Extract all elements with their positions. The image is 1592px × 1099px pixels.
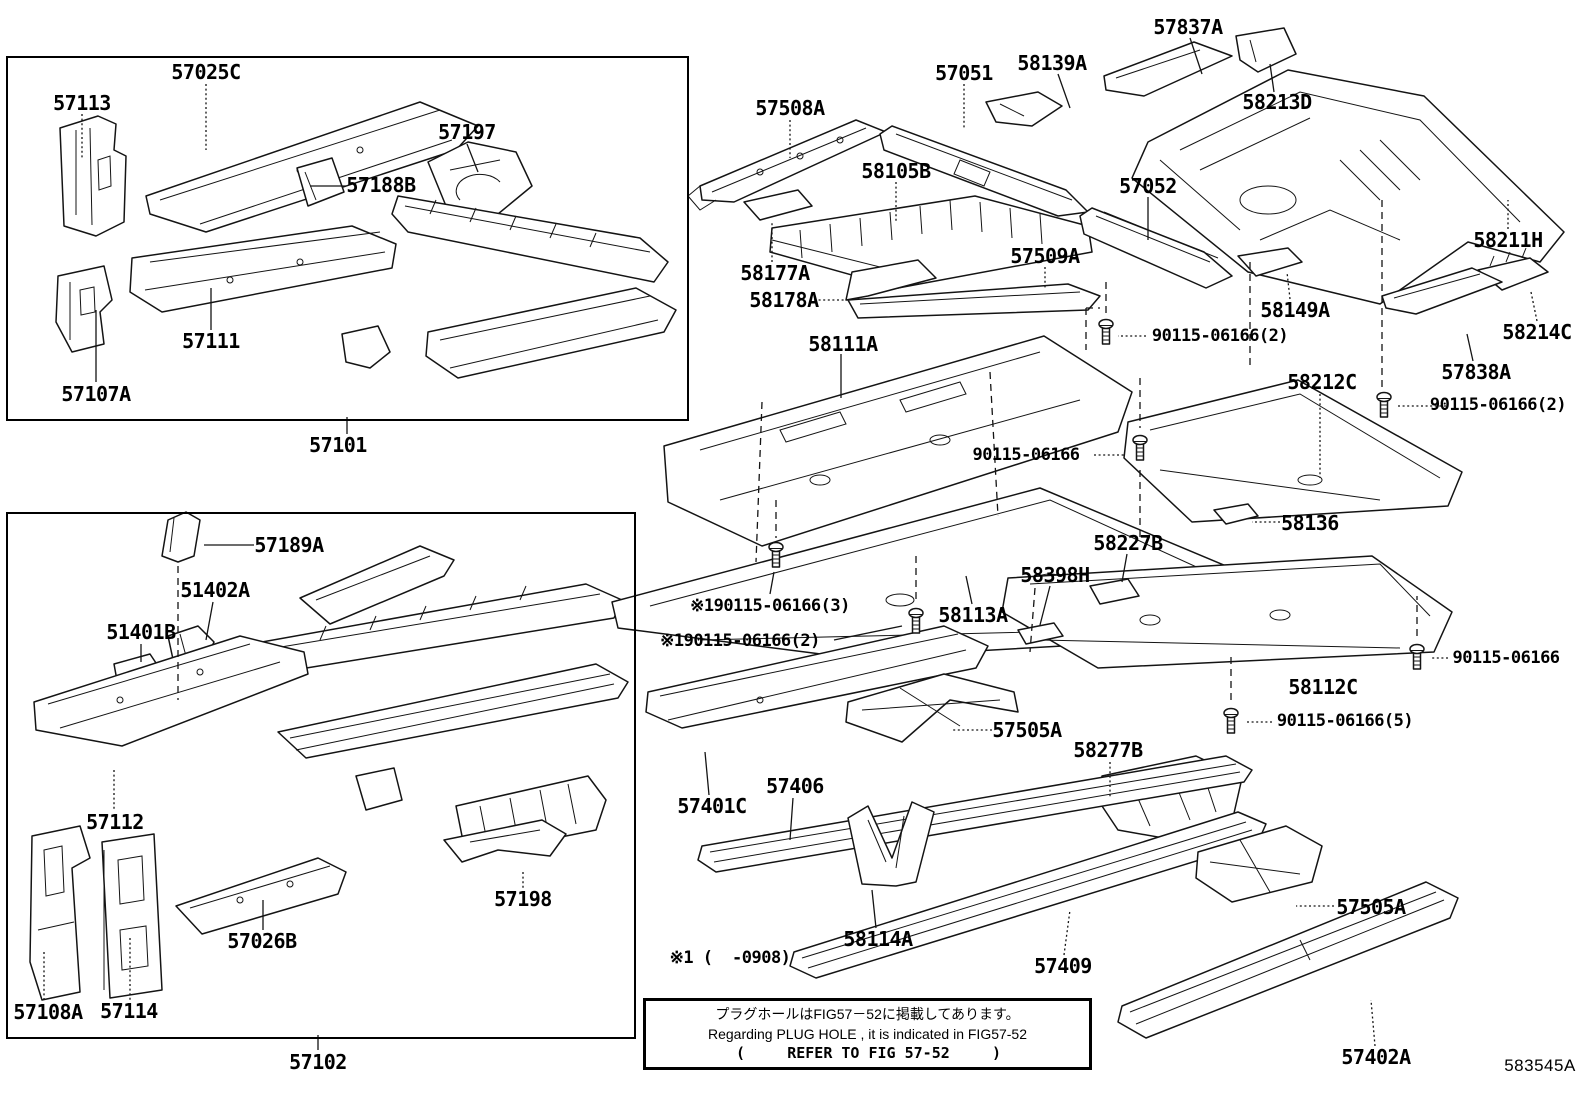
part-label-58398H: 58398H: [1020, 563, 1090, 587]
part-label-58177A: 58177A: [740, 261, 810, 285]
part-label-58227B: 58227B: [1093, 531, 1163, 555]
part-label-57025C: 57025C: [171, 60, 241, 84]
assembly-box-57101: [6, 56, 689, 421]
part-label-57114: 57114: [100, 999, 158, 1023]
part-label-57189A: 57189A: [254, 533, 324, 557]
screw-icon: [1223, 707, 1239, 734]
part-label-57107A: 57107A: [61, 382, 131, 406]
part-label-57402A: 57402A: [1341, 1045, 1411, 1069]
screw-icon: [1409, 643, 1425, 670]
part-label-90115061662: 90115-06166(2): [1151, 326, 1289, 346]
assembly-box-57102: [6, 512, 636, 1039]
part-label-58149A: 58149A: [1260, 298, 1330, 322]
part-label-10908: ※1 ( -0908): [669, 948, 791, 968]
part-label-57052: 57052: [1119, 174, 1177, 198]
part-label-58105B: 58105B: [861, 159, 931, 183]
paren-open: (: [736, 1044, 746, 1063]
part-label-57509A: 57509A: [1010, 244, 1080, 268]
part-label-58277B: 58277B: [1073, 738, 1143, 762]
part-label-58212C: 58212C: [1287, 370, 1357, 394]
part-label-57198: 57198: [494, 887, 552, 911]
part-label-57101: 57101: [309, 433, 367, 457]
part-label-9011506166: 90115-06166: [1452, 648, 1560, 668]
paren-close: ): [991, 1044, 1001, 1063]
part-label-57401C: 57401C: [677, 794, 747, 818]
part-label-57505A: 57505A: [992, 718, 1062, 742]
part-label-57026B: 57026B: [227, 929, 297, 953]
part-label-58136: 58136: [1281, 511, 1339, 535]
part-label-190115061662: ※190115-06166(2): [660, 631, 820, 651]
part-label-58113A: 58113A: [938, 603, 1008, 627]
note-line-english: Regarding PLUG HOLE , it is indicated in…: [707, 1025, 1028, 1042]
part-label-58178A: 58178A: [749, 288, 819, 312]
part-label-57409: 57409: [1034, 954, 1092, 978]
screw-icon: [1098, 318, 1114, 345]
part-label-51401B: 51401B: [106, 620, 176, 644]
part-label-57051: 57051: [935, 61, 993, 85]
part-label-58139A: 58139A: [1017, 51, 1087, 75]
part-label-57112: 57112: [86, 810, 144, 834]
part-label-57102: 57102: [289, 1050, 347, 1074]
part-label-57838A: 57838A: [1441, 360, 1511, 384]
part-label-58114A: 58114A: [843, 927, 913, 951]
part-label-57837A: 57837A: [1153, 15, 1223, 39]
part-label-57111: 57111: [182, 329, 240, 353]
part-label-190115061663: ※190115-06166(3): [690, 596, 850, 616]
part-label-51402A: 51402A: [180, 578, 250, 602]
part-label-58213D: 58213D: [1242, 90, 1312, 114]
part-label-58211H: 58211H: [1473, 228, 1543, 252]
part-label-58111A: 58111A: [808, 332, 878, 356]
part-label-90115061665: 90115-06166(5): [1276, 711, 1414, 731]
part-label-57108A: 57108A: [13, 1000, 83, 1024]
plug-hole-note-box: プラグホールはFIG57－52に掲載してあります。 Regarding PLUG…: [643, 998, 1092, 1070]
part-label-57505A: 57505A: [1336, 895, 1406, 919]
part-label-57113: 57113: [53, 91, 111, 115]
part-label-57508A: 57508A: [755, 96, 825, 120]
part-label-58112C: 58112C: [1288, 675, 1358, 699]
note-line-japanese: プラグホールはFIG57－52に掲載してあります。: [715, 1005, 1020, 1022]
part-label-58214C: 58214C: [1502, 320, 1572, 344]
note-line-refer: ( REFER TO FIG 57-52 ): [646, 1046, 1089, 1061]
part-label-57406: 57406: [766, 774, 824, 798]
part-label-57188B: 57188B: [346, 173, 416, 197]
part-label-9011506166: 90115-06166: [972, 445, 1080, 465]
screw-icon: [1376, 391, 1392, 418]
part-label-90115061662: 90115-06166(2): [1429, 395, 1567, 415]
part-label-583545A: 583545A: [1504, 1056, 1576, 1075]
part-label-57197: 57197: [438, 120, 496, 144]
refer-text: REFER TO FIG 57-52: [787, 1044, 950, 1063]
